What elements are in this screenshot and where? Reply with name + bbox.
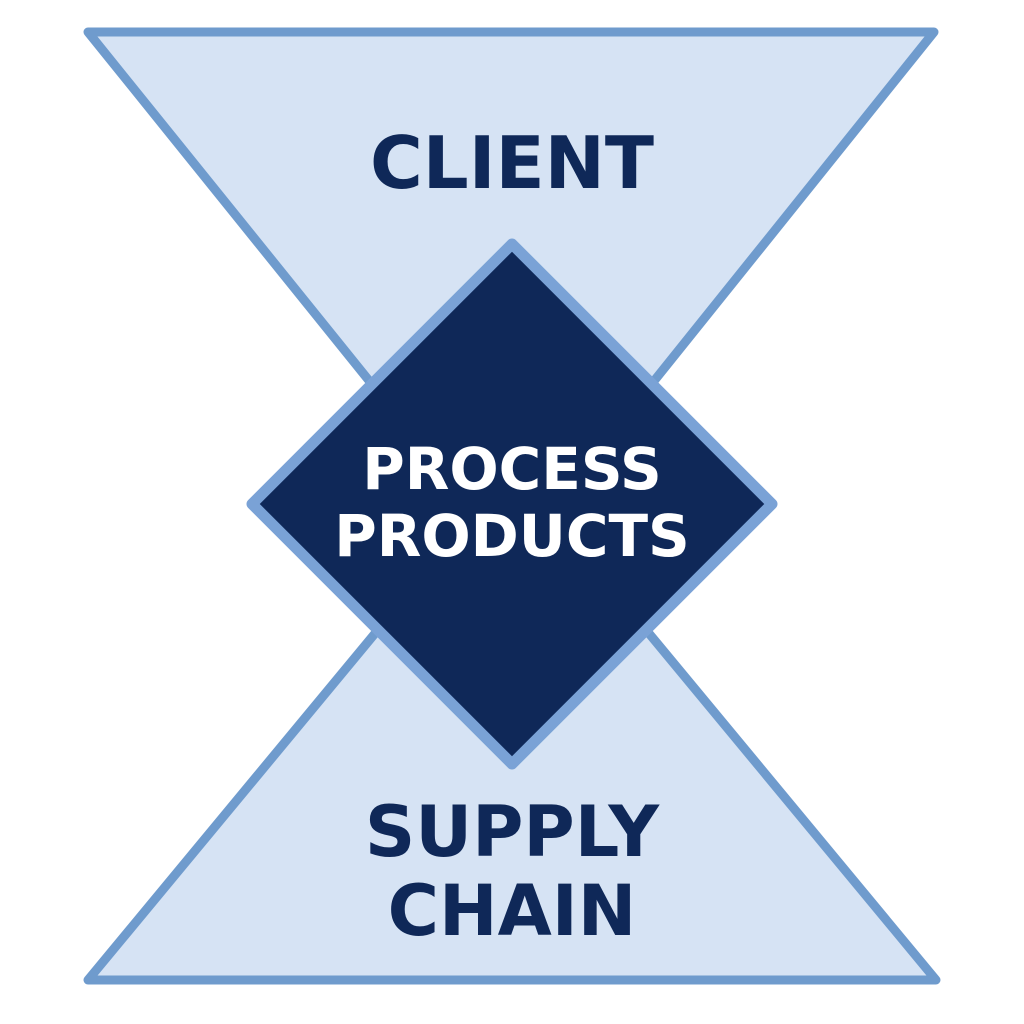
products-label: PRODUCTS (334, 502, 690, 570)
process-label: PROCESS (362, 435, 662, 503)
center-diamond (246, 238, 778, 770)
supply-label: SUPPLY (365, 791, 661, 873)
chain-label: CHAIN (388, 870, 637, 952)
client-label: CLIENT (370, 121, 654, 205)
